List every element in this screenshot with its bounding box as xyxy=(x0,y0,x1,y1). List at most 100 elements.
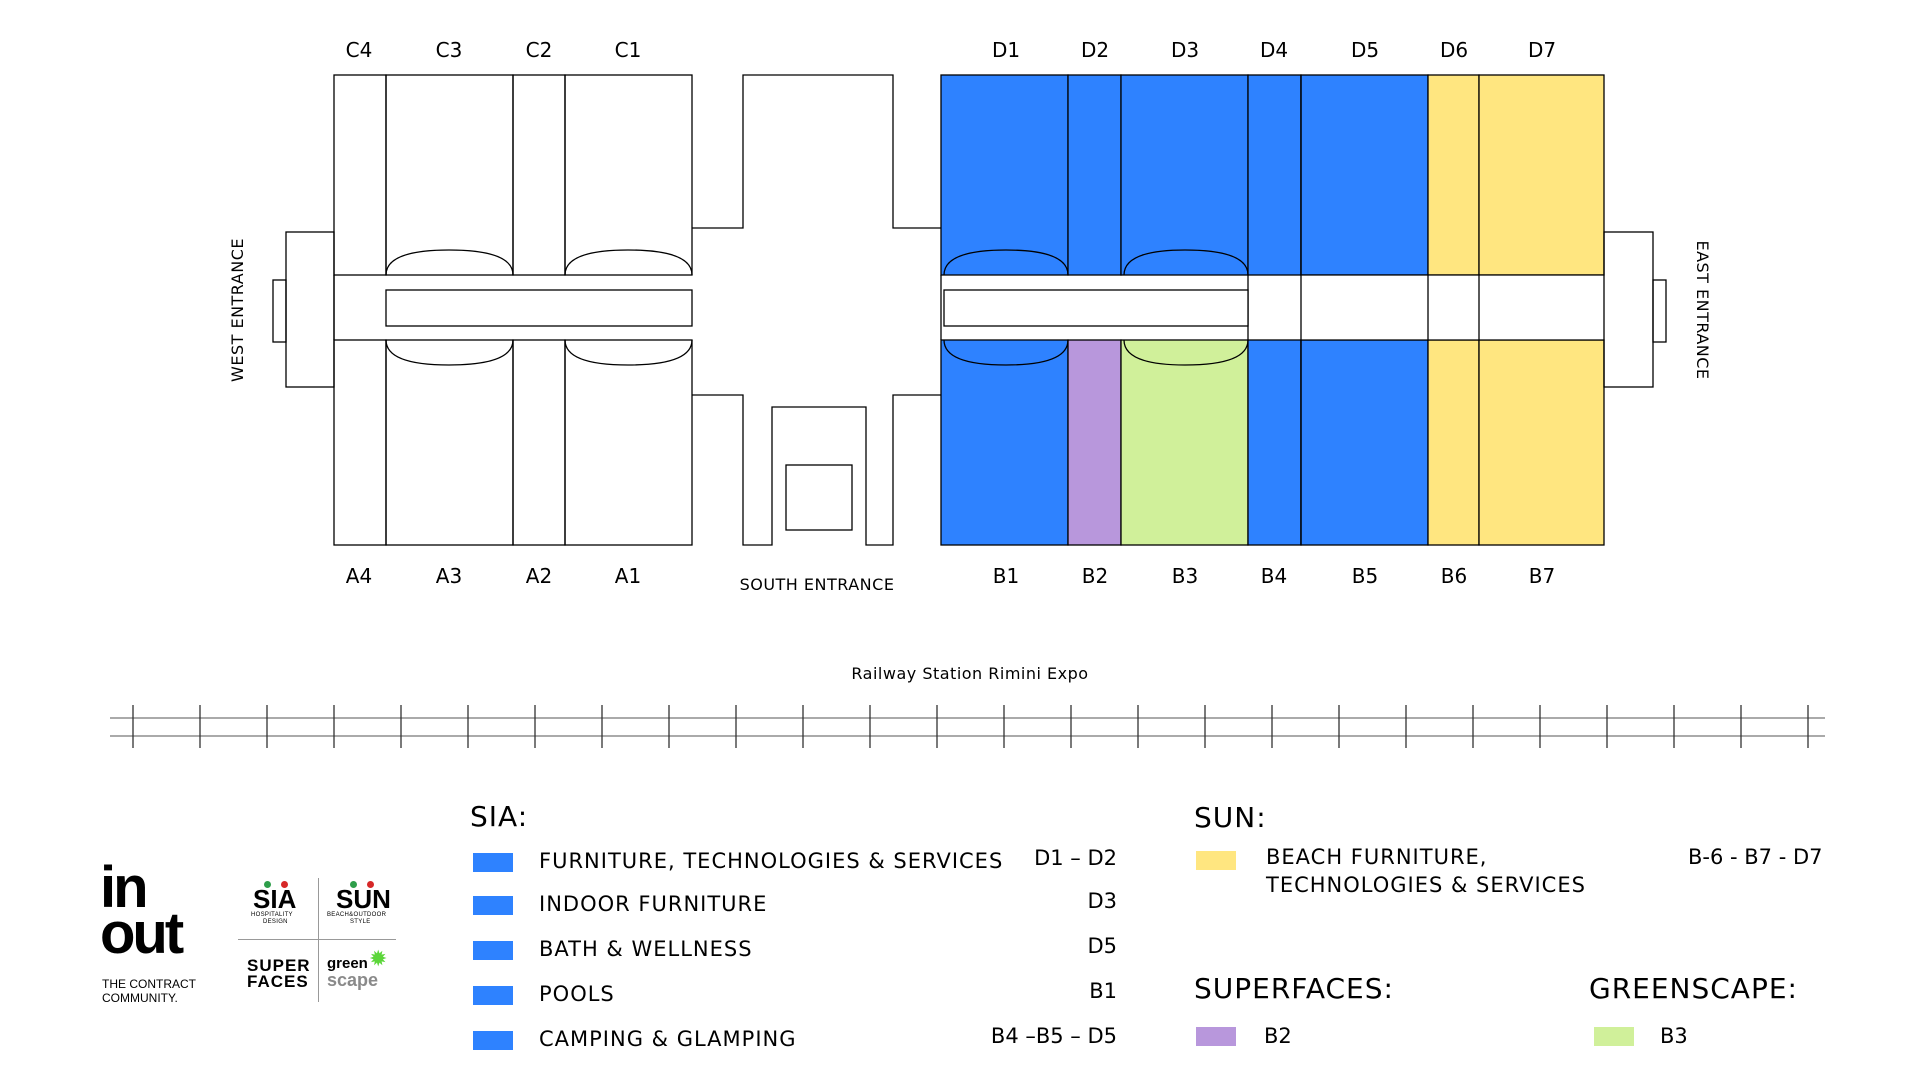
hall-b7-fill[interactable] xyxy=(1478,339,1605,546)
hall-d2-fill[interactable] xyxy=(1067,74,1122,276)
east-entrance-door xyxy=(1652,279,1667,343)
hall-d5-fill[interactable] xyxy=(1300,74,1429,276)
sia-legend-title: SIA: xyxy=(470,800,529,833)
hall-label-d6: D6 xyxy=(1440,38,1468,62)
inout-logo-in: in xyxy=(100,855,149,920)
west-walkway xyxy=(385,289,693,327)
sun-label-line1: BEACH FURNITURE, xyxy=(1266,845,1488,869)
east-entrance-building[interactable] xyxy=(1603,231,1654,388)
sia-swatch xyxy=(473,896,513,915)
sun-swatch xyxy=(1196,851,1236,870)
sun-legend-title: SUN: xyxy=(1194,801,1267,834)
hall-label-b1: B1 xyxy=(993,564,1019,588)
east-corridor xyxy=(1301,275,1604,340)
sia-logo: SIA xyxy=(253,884,297,914)
sia-swatch xyxy=(473,853,513,872)
greenscape-logo-scape: scape xyxy=(327,970,379,990)
hall-label-d3: D3 xyxy=(1171,38,1199,62)
hall-a2[interactable] xyxy=(512,339,566,546)
sun-logo-sub2: STYLE xyxy=(350,919,371,925)
sia-dot-red xyxy=(281,881,289,888)
south-entrance-booth xyxy=(785,464,853,531)
hall-label-b2: B2 xyxy=(1082,564,1108,588)
greenscape-logo-green: green xyxy=(327,955,368,972)
railway-track xyxy=(110,705,1825,748)
sia-item-label: BATH & WELLNESS xyxy=(539,937,753,961)
sun-code: B-6 - B7 - D7 xyxy=(1688,845,1823,869)
hall-d1-fill[interactable] xyxy=(940,74,1069,276)
east-entrance-label: EAST ENTRANCE xyxy=(1693,240,1712,379)
hall-label-b5: B5 xyxy=(1352,564,1378,588)
hall-b2-fill[interactable] xyxy=(1067,339,1122,546)
hall-label-a4: A4 xyxy=(346,564,372,588)
greenscape-code: B3 xyxy=(1660,1024,1688,1048)
hall-label-d2: D2 xyxy=(1081,38,1109,62)
sun-label-line2: TECHNOLOGIES & SERVICES xyxy=(1266,873,1586,897)
hall-a1[interactable] xyxy=(564,339,693,546)
railway-label: Railway Station Rimini Expo xyxy=(851,664,1088,683)
hall-label-b3: B3 xyxy=(1172,564,1198,588)
sia-logo-sub1: HOSPITALITY xyxy=(251,912,293,918)
sia-item-label: CAMPING & GLAMPING xyxy=(539,1027,797,1051)
sia-item-label: INDOOR FURNITURE xyxy=(539,892,768,916)
hall-c1[interactable] xyxy=(564,74,693,276)
superfaces-code: B2 xyxy=(1264,1024,1292,1048)
hall-c3[interactable] xyxy=(385,74,514,276)
superfaces-legend-title: SUPERFACES: xyxy=(1194,972,1394,1005)
sia-item-code: B1 xyxy=(1089,979,1117,1003)
west-entrance-building[interactable] xyxy=(285,231,335,388)
hall-label-d1: D1 xyxy=(992,38,1020,62)
dome-c3 xyxy=(385,249,514,276)
sia-item-code: D1 – D2 xyxy=(1034,846,1117,870)
sia-item-code: D3 xyxy=(1087,889,1117,913)
sia-item-label: FURNITURE, TECHNOLOGIES & SERVICES xyxy=(539,849,1004,873)
dome-a1 xyxy=(564,339,693,366)
hall-label-c1: C1 xyxy=(615,38,642,62)
sia-dots xyxy=(264,875,289,893)
hall-label-c2: C2 xyxy=(526,38,553,62)
inout-tagline-2: COMMUNITY. xyxy=(102,991,178,1005)
sun-dot-green xyxy=(350,881,357,888)
hall-label-c3: C3 xyxy=(436,38,463,62)
hall-label-b4: B4 xyxy=(1261,564,1287,588)
sia-swatch xyxy=(473,941,513,960)
dome-b1 xyxy=(943,339,1069,366)
hall-b5-fill[interactable] xyxy=(1300,339,1429,546)
sia-item-code: B4 –B5 – D5 xyxy=(990,1024,1117,1048)
hall-a4[interactable] xyxy=(333,339,387,546)
dome-b3 xyxy=(1123,339,1249,366)
hall-d6-fill[interactable] xyxy=(1427,74,1480,276)
hall-label-d4: D4 xyxy=(1260,38,1288,62)
sun-logo: SUN xyxy=(336,884,391,914)
sia-swatch xyxy=(473,1031,513,1050)
hall-label-c4: C4 xyxy=(346,38,373,62)
sia-logo-sub2: DESIGN xyxy=(263,919,288,925)
hall-d3-fill[interactable] xyxy=(1120,74,1249,276)
greenscape-star-icon: ✹ xyxy=(369,946,388,971)
hall-c2[interactable] xyxy=(512,74,566,276)
superfaces-logo-2: FACES xyxy=(247,972,309,991)
central-block[interactable] xyxy=(692,74,941,546)
hall-b4-fill[interactable] xyxy=(1247,339,1302,546)
hall-label-a1: A1 xyxy=(615,564,641,588)
dome-c1 xyxy=(564,249,693,276)
hall-b6-fill[interactable] xyxy=(1427,339,1480,546)
hall-c4[interactable] xyxy=(333,74,387,276)
hall-b3-fill[interactable] xyxy=(1120,339,1249,546)
west-entrance-label: WEST ENTRANCE xyxy=(228,238,247,382)
hall-b1-fill[interactable] xyxy=(940,339,1069,546)
logo-grid-divider-h xyxy=(238,939,396,940)
hall-d4-fill[interactable] xyxy=(1247,74,1302,276)
dome-d3 xyxy=(1123,249,1249,276)
west-entrance-door xyxy=(272,279,287,343)
hall-d7-fill[interactable] xyxy=(1478,74,1605,276)
hall-label-a2: A2 xyxy=(526,564,552,588)
hall-label-b6: B6 xyxy=(1441,564,1467,588)
sia-swatch xyxy=(473,986,513,1005)
superfaces-swatch xyxy=(1196,1027,1236,1046)
greenscape-legend-title: GREENSCAPE: xyxy=(1589,972,1798,1005)
hall-a3[interactable] xyxy=(385,339,514,546)
